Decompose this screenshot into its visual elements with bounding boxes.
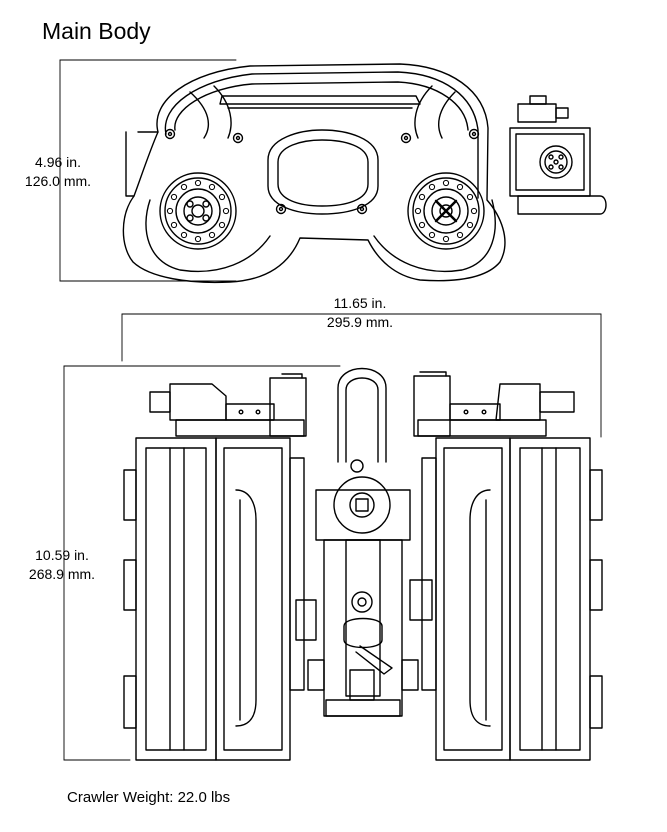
front-height-dimension: 10.59 in. 268.9 mm. — [12, 546, 112, 584]
top-view-screws — [164, 128, 480, 215]
center-drive-column — [295, 476, 433, 717]
front-view-crawler — [123, 367, 603, 761]
left-wheel-hub — [159, 172, 237, 250]
top-height-dimension: 4.96 in. 126.0 mm. — [8, 153, 108, 191]
width-dimension: 11.65 in. 295.9 mm. — [300, 294, 420, 332]
front-height-in: 10.59 in. — [35, 547, 89, 563]
dimension-lines — [59, 59, 602, 761]
crawler-weight: Crawler Weight: 22.0 lbs — [67, 789, 231, 806]
width-in: 11.65 in. — [333, 295, 387, 311]
width-mm: 295.9 mm. — [326, 314, 394, 330]
right-upper-bracket — [413, 371, 575, 437]
top-height-in: 4.96 in. — [35, 154, 81, 170]
top-view-main-body — [122, 63, 607, 284]
left-upper-bracket — [149, 373, 307, 437]
right-track-assembly — [421, 437, 603, 761]
right-wheel-hub — [407, 172, 485, 250]
left-track-assembly — [123, 437, 305, 761]
lifting-handle — [337, 367, 387, 473]
front-height-mm: 268.9 mm. — [28, 566, 96, 582]
page-title: Main Body — [42, 18, 151, 44]
top-height-mm: 126.0 mm. — [24, 173, 92, 189]
connector-module — [509, 95, 607, 215]
